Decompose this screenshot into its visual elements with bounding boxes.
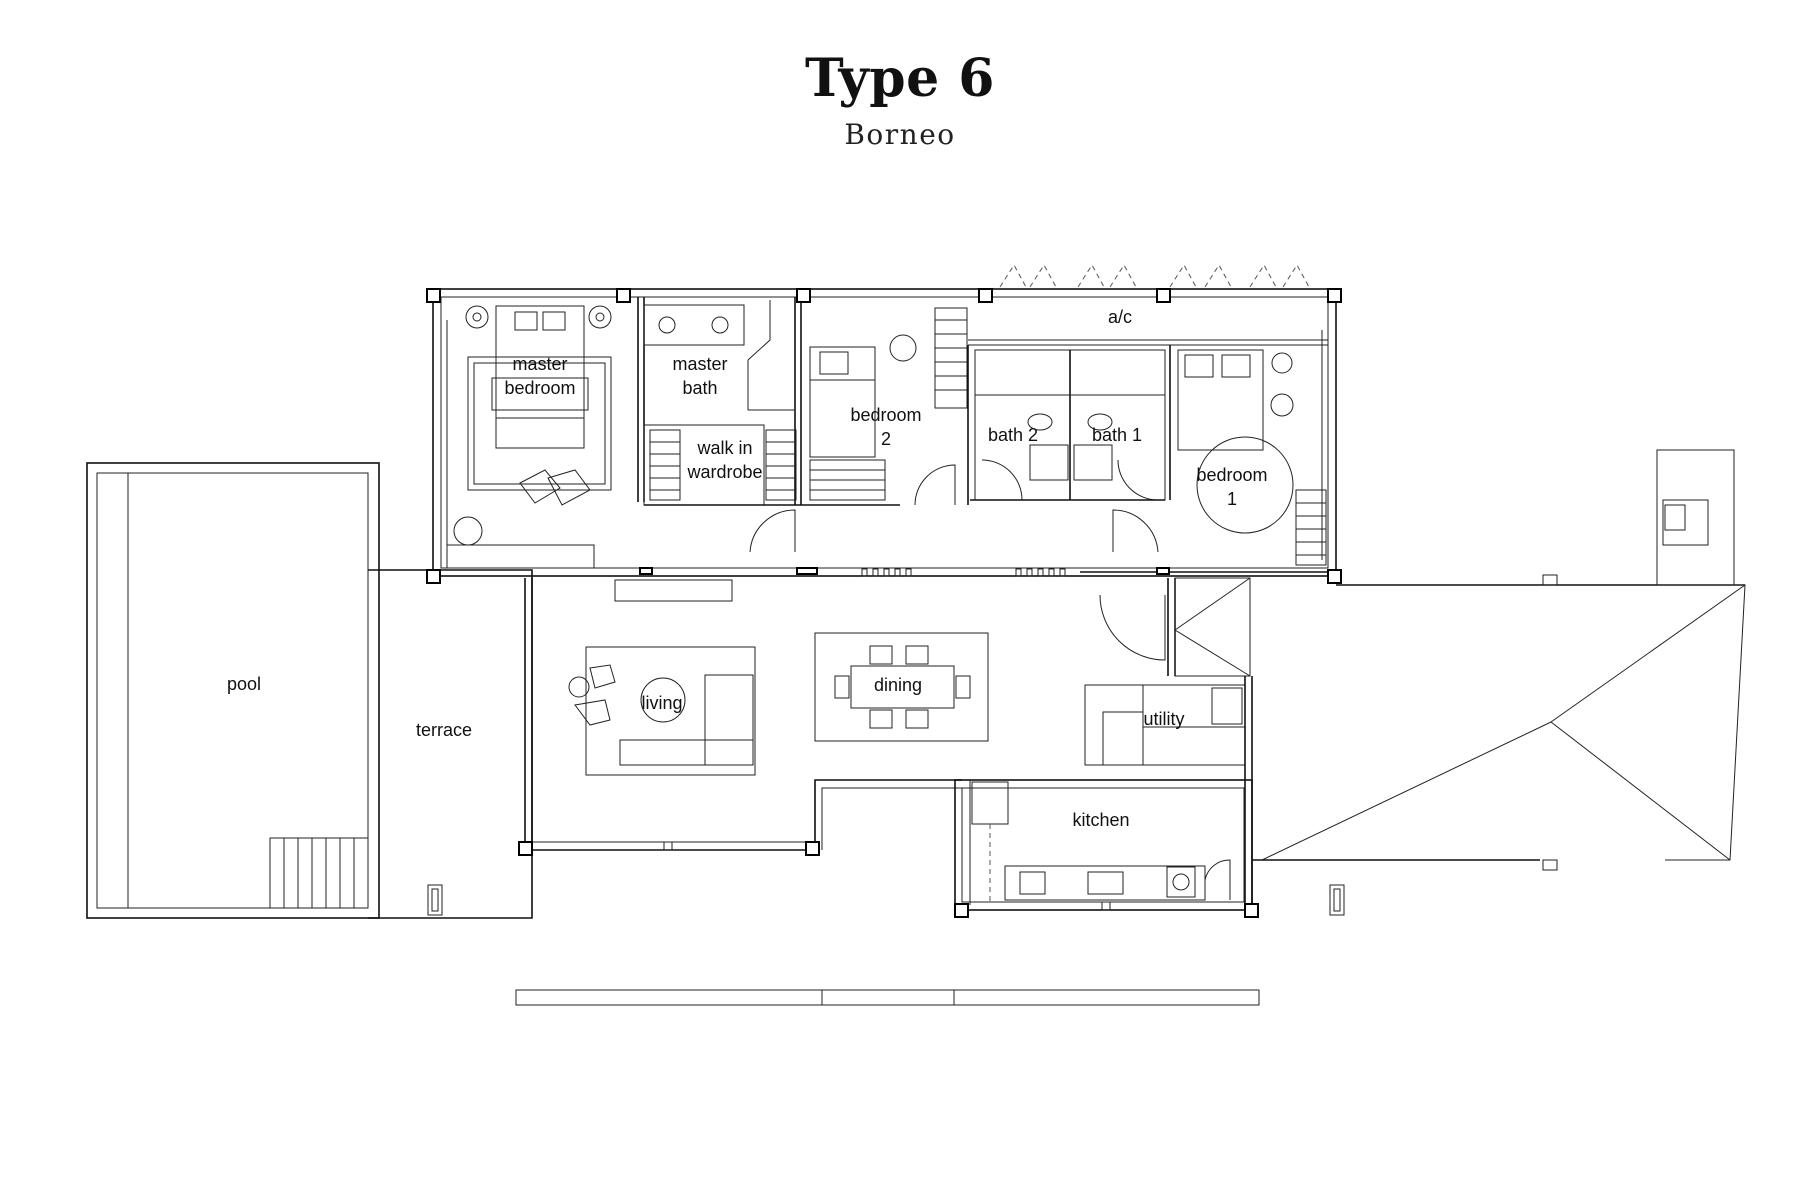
ac-units: [999, 264, 1310, 288]
plan-title: Type 6: [805, 48, 995, 109]
room-label-utility: utility: [1143, 709, 1184, 729]
room-label-kitchen: kitchen: [1072, 810, 1129, 830]
room-label-bedroom-2a: bedroom: [850, 405, 921, 425]
room-label-bedroom-2b: 2: [881, 429, 891, 449]
room-label-living: living: [641, 693, 682, 713]
room-label-ac: a/c: [1108, 307, 1132, 327]
room-label-terrace: terrace: [416, 720, 472, 740]
corridor-markers: [861, 568, 1330, 577]
service-block: [954, 577, 1253, 911]
room-label-master-bedroom-2: bedroom: [504, 378, 575, 398]
room-label-master-bath-2: bath: [682, 378, 717, 398]
room-label-walk-in-wardrobe-2: wardrobe: [686, 462, 762, 482]
carport-area: [1252, 449, 1746, 916]
structural-columns: [426, 288, 1342, 918]
scale-bar: [515, 989, 1260, 1006]
living-block: [524, 578, 989, 851]
room-label-bedroom-1a: bedroom: [1196, 465, 1267, 485]
room-label-walk-in-wardrobe-1: walk in: [696, 438, 752, 458]
pool-area: [86, 462, 380, 919]
room-label-bath-1: bath 1: [1092, 425, 1142, 445]
plan-subtitle: Borneo: [844, 118, 956, 151]
terrace-area: [368, 569, 533, 919]
room-label-bedroom-1b: 1: [1227, 489, 1237, 509]
room-label-master-bath-1: master: [672, 354, 727, 374]
room-label-pool: pool: [227, 674, 261, 694]
room-label-dining: dining: [874, 675, 922, 695]
pool-steps: [269, 837, 369, 909]
room-label-bath-2: bath 2: [988, 425, 1038, 445]
room-label-master-bedroom-1: master: [512, 354, 567, 374]
upper-walls: [432, 288, 1337, 577]
